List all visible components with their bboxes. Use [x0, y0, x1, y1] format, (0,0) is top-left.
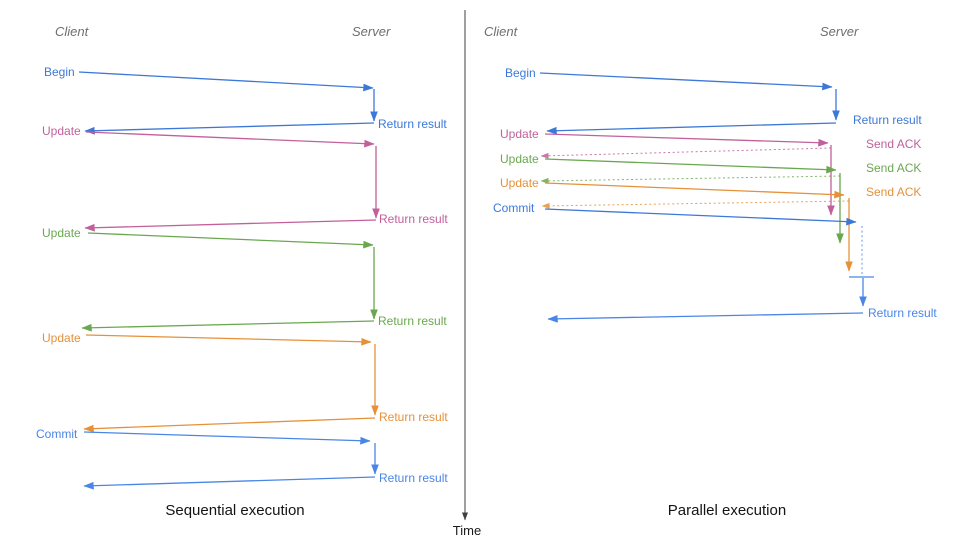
- seq-update1-return-arrow: [84, 219, 377, 232]
- par-update2-label: Update: [500, 152, 539, 166]
- seq-op-begin: Begin Return result: [44, 65, 447, 135]
- par-begin-label: Begin: [505, 66, 536, 80]
- par-begin-return-arrow: [546, 122, 837, 135]
- seq-update2-request-arrow: [87, 232, 374, 249]
- par-update1-request-arrow: [544, 133, 829, 147]
- seq-update3-return-arrow: [83, 417, 376, 433]
- par-update2-ack-arrow: [540, 175, 841, 184]
- par-update3-ack-label: Send ACK: [866, 185, 921, 199]
- parallel-client-header: Client: [484, 24, 519, 39]
- par-op-commit: Commit Return result: [493, 201, 937, 323]
- seq-commit-return-arrow: [83, 476, 376, 490]
- par-begin-request-arrow: [539, 72, 833, 91]
- seq-commit-return-label: Return result: [379, 471, 448, 485]
- seq-update2-label: Update: [42, 226, 81, 240]
- seq-begin-return-arrow: [84, 122, 375, 135]
- par-op-update1: Update Send ACK: [500, 127, 921, 216]
- par-op-update3: Update Send ACK: [500, 176, 921, 272]
- sequential-client-header: Client: [55, 24, 90, 39]
- seq-op-update3: Update Return result: [42, 331, 448, 433]
- seq-op-update2: Update Return result: [42, 226, 447, 332]
- par-commit-return-arrow: [547, 312, 864, 323]
- sequential-title: Sequential execution: [165, 502, 304, 519]
- seq-commit-request-arrow: [83, 431, 371, 445]
- par-update3-request-arrow: [544, 182, 845, 199]
- par-commit-label: Commit: [493, 201, 535, 215]
- seq-op-commit: Commit Return result: [36, 427, 448, 490]
- par-update2-request-arrow: [544, 158, 837, 174]
- seq-update3-request-arrow: [85, 334, 372, 346]
- seq-update1-request-arrow: [85, 131, 375, 148]
- seq-op-update1: Update Return result: [42, 124, 448, 232]
- par-update2-ack-label: Send ACK: [866, 161, 921, 175]
- par-begin-return-label: Return result: [853, 113, 922, 127]
- par-commit-return-label: Return result: [868, 306, 937, 320]
- par-op-update2: Update Send ACK: [500, 152, 921, 244]
- seq-begin-request-arrow: [78, 71, 374, 92]
- sequential-panel: Client Server Begin Return result Update…: [36, 24, 448, 519]
- par-update1-ack-arrow: [540, 147, 832, 159]
- seq-commit-label: Commit: [36, 427, 78, 441]
- par-op-begin: Begin Return result: [505, 66, 922, 135]
- time-axis: Time: [453, 10, 481, 538]
- par-commit-request-arrow: [544, 208, 857, 226]
- seq-begin-label: Begin: [44, 65, 75, 79]
- seq-update2-return-label: Return result: [378, 314, 447, 328]
- seq-update1-label: Update: [42, 124, 81, 138]
- seq-update1-return-label: Return result: [379, 212, 448, 226]
- seq-update3-label: Update: [42, 331, 81, 345]
- seq-update2-return-arrow: [81, 320, 375, 332]
- seq-begin-return-label: Return result: [378, 117, 447, 131]
- sequential-server-header: Server: [352, 24, 391, 39]
- par-update1-ack-label: Send ACK: [866, 137, 921, 151]
- par-update3-label: Update: [500, 176, 539, 190]
- parallel-server-header: Server: [820, 24, 859, 39]
- parallel-panel: Client Server Begin Return result Update…: [484, 24, 937, 519]
- parallel-title: Parallel execution: [668, 502, 786, 519]
- par-update3-ack-arrow: [541, 200, 850, 209]
- seq-update3-return-label: Return result: [379, 410, 448, 424]
- par-update1-label: Update: [500, 127, 539, 141]
- time-axis-label: Time: [453, 523, 481, 538]
